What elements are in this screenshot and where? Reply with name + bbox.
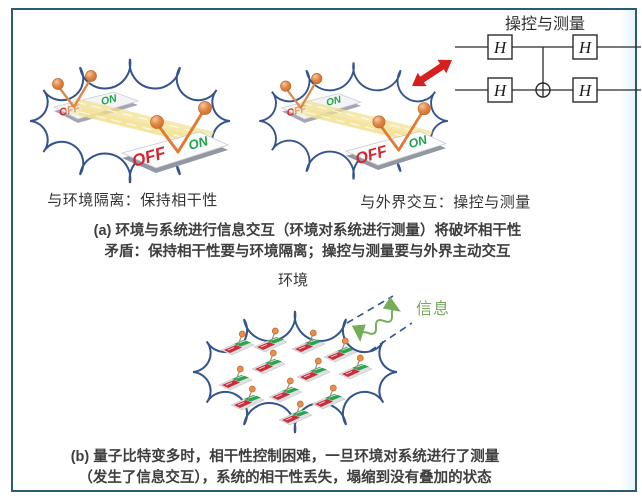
information-channel [346, 295, 413, 352]
near-lever-superposition [372, 102, 431, 152]
quantum-circuit: H H H H [455, 34, 641, 103]
svg-text:H: H [578, 38, 593, 57]
hadamard-gate: H [487, 77, 513, 103]
switch-on-label: ON [325, 94, 343, 108]
svg-text:H: H [493, 81, 508, 100]
switch-on-label: ON [100, 92, 119, 108]
caption-b-line1: (b) 量子比特变多时，相干性控制困难，一旦环境对系统进行了测量 [70, 449, 500, 465]
svg-text:H: H [578, 81, 593, 100]
hadamard-gate: H [572, 34, 598, 60]
info-label: 信息 [416, 301, 451, 318]
caption-b: (b) 量子比特变多时，相干性控制困难，一旦环境对系统进行了测量 （发生了信息交… [0, 447, 570, 489]
caption-a: (a) 环境与系统进行信息交互（环境对系统进行测量）将破坏相干性 矛盾：保持相干… [15, 221, 600, 263]
hadamard-gate: H [487, 34, 513, 60]
caption-a-line1: (a) 环境与系统进行信息交互（环境对系统进行测量）将破坏相干性 [93, 223, 522, 239]
near-lever-superposition [150, 101, 212, 154]
hadamard-gate: H [572, 77, 598, 103]
figure-frame [11, 8, 637, 492]
switch-on-label: ON [407, 132, 430, 151]
page-edge-tint [619, 10, 635, 490]
caption-a-line2: 矛盾：保持相干性要与环境隔离；操控与测量要与外界主动交互 [104, 244, 511, 260]
far-lever-superposition [52, 70, 97, 109]
interacting-cloud-illustration: OFF ON OFF ON [259, 62, 448, 180]
left-cloud-caption: 与环境隔离：保持相干性 [47, 193, 218, 209]
right-cloud-caption: 与外界交互：操控与测量 [360, 195, 531, 211]
isolated-cloud-illustration: OFF ON OFF ON [29, 58, 231, 184]
svg-text:H: H [493, 38, 508, 57]
caption-b-line2: （发生了信息交互），系统的相干性丢失，塌缩到没有叠加的状态 [78, 470, 492, 486]
photon-wave-icon [351, 296, 401, 342]
switch-on-label: ON [187, 133, 210, 153]
far-lever-superposition [280, 73, 323, 109]
red-interaction-arrow-icon [412, 59, 452, 87]
environment-label: 环境 [277, 273, 308, 289]
cnot-target-icon [535, 47, 551, 98]
circuit-title: 操控与测量 [504, 16, 585, 33]
environment-cloud-illustration [192, 295, 413, 434]
